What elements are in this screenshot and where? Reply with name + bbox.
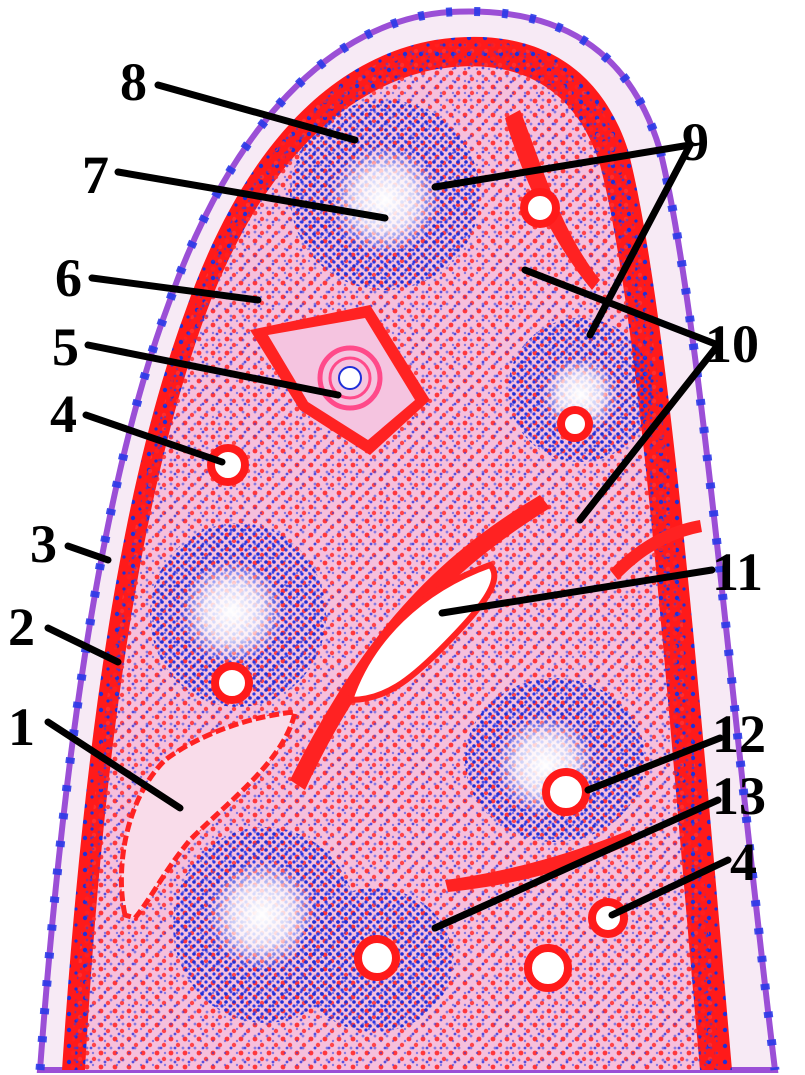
label-12: 12: [712, 704, 766, 764]
label-4-right: 4: [730, 832, 757, 892]
label-11: 11: [712, 542, 763, 602]
label-10: 10: [705, 314, 759, 374]
label-1: 1: [8, 697, 35, 757]
label-8: 8: [120, 52, 147, 112]
label-3: 3: [30, 514, 57, 574]
label-2: 2: [8, 597, 35, 657]
label-4-left: 4: [50, 384, 77, 444]
label-5: 5: [52, 317, 79, 377]
label-7: 7: [82, 145, 109, 205]
label-6: 6: [55, 248, 82, 308]
label-9: 9: [682, 112, 709, 172]
label-13: 13: [712, 766, 766, 826]
